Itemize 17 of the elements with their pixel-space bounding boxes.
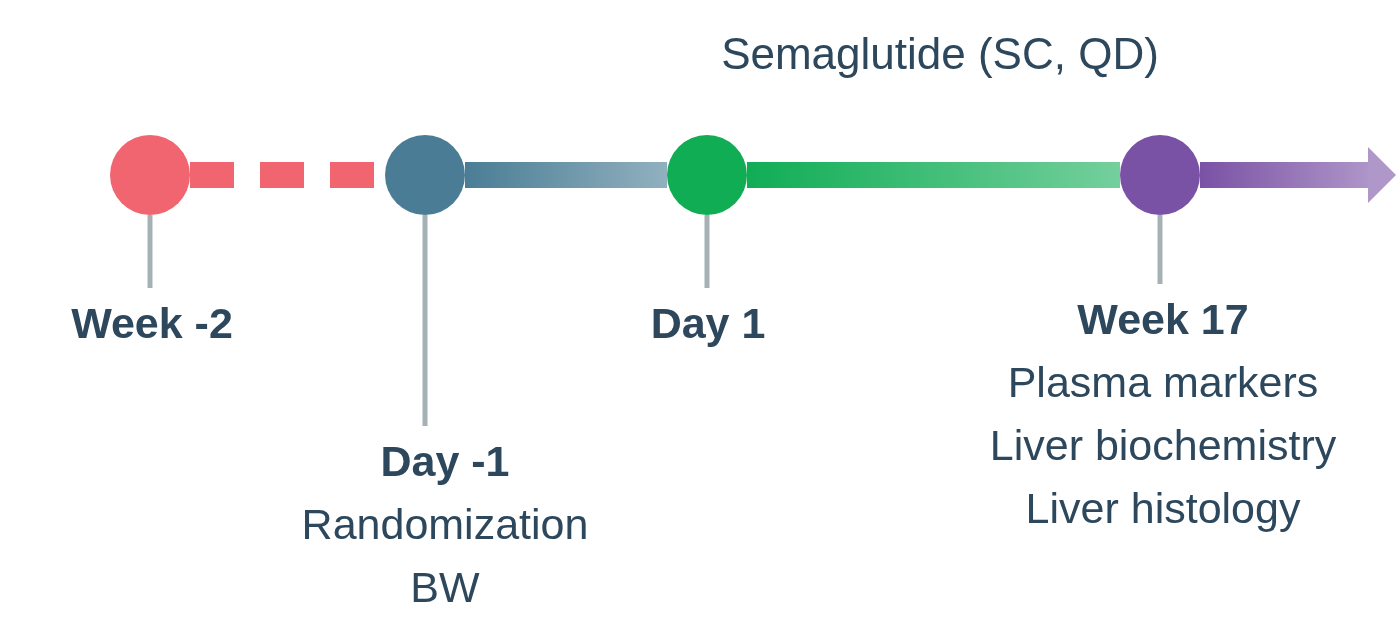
assessment-text: Randomization <box>301 499 589 550</box>
timeline-segment <box>747 162 1120 188</box>
assessment-text: Plasma markers <box>1007 357 1319 408</box>
assessment-text: Liver histology <box>1025 483 1301 534</box>
leader-line <box>422 215 428 426</box>
milestone-label: Day 1 <box>650 298 766 349</box>
timeline-segment <box>465 162 667 188</box>
timeline-arrow <box>1200 147 1396 203</box>
leader-line <box>1157 215 1163 284</box>
leader-line <box>704 215 710 288</box>
leader-line <box>147 215 153 288</box>
milestone-label: Day -1 <box>380 436 510 487</box>
assessment-text: BW <box>410 562 480 613</box>
assessment-text: Liver biochemistry <box>989 420 1337 471</box>
milestone-label: Week 17 <box>1077 294 1249 345</box>
phase-label: Semaglutide (SC, QD) <box>720 28 1160 80</box>
milestone-label: Week -2 <box>71 298 233 349</box>
